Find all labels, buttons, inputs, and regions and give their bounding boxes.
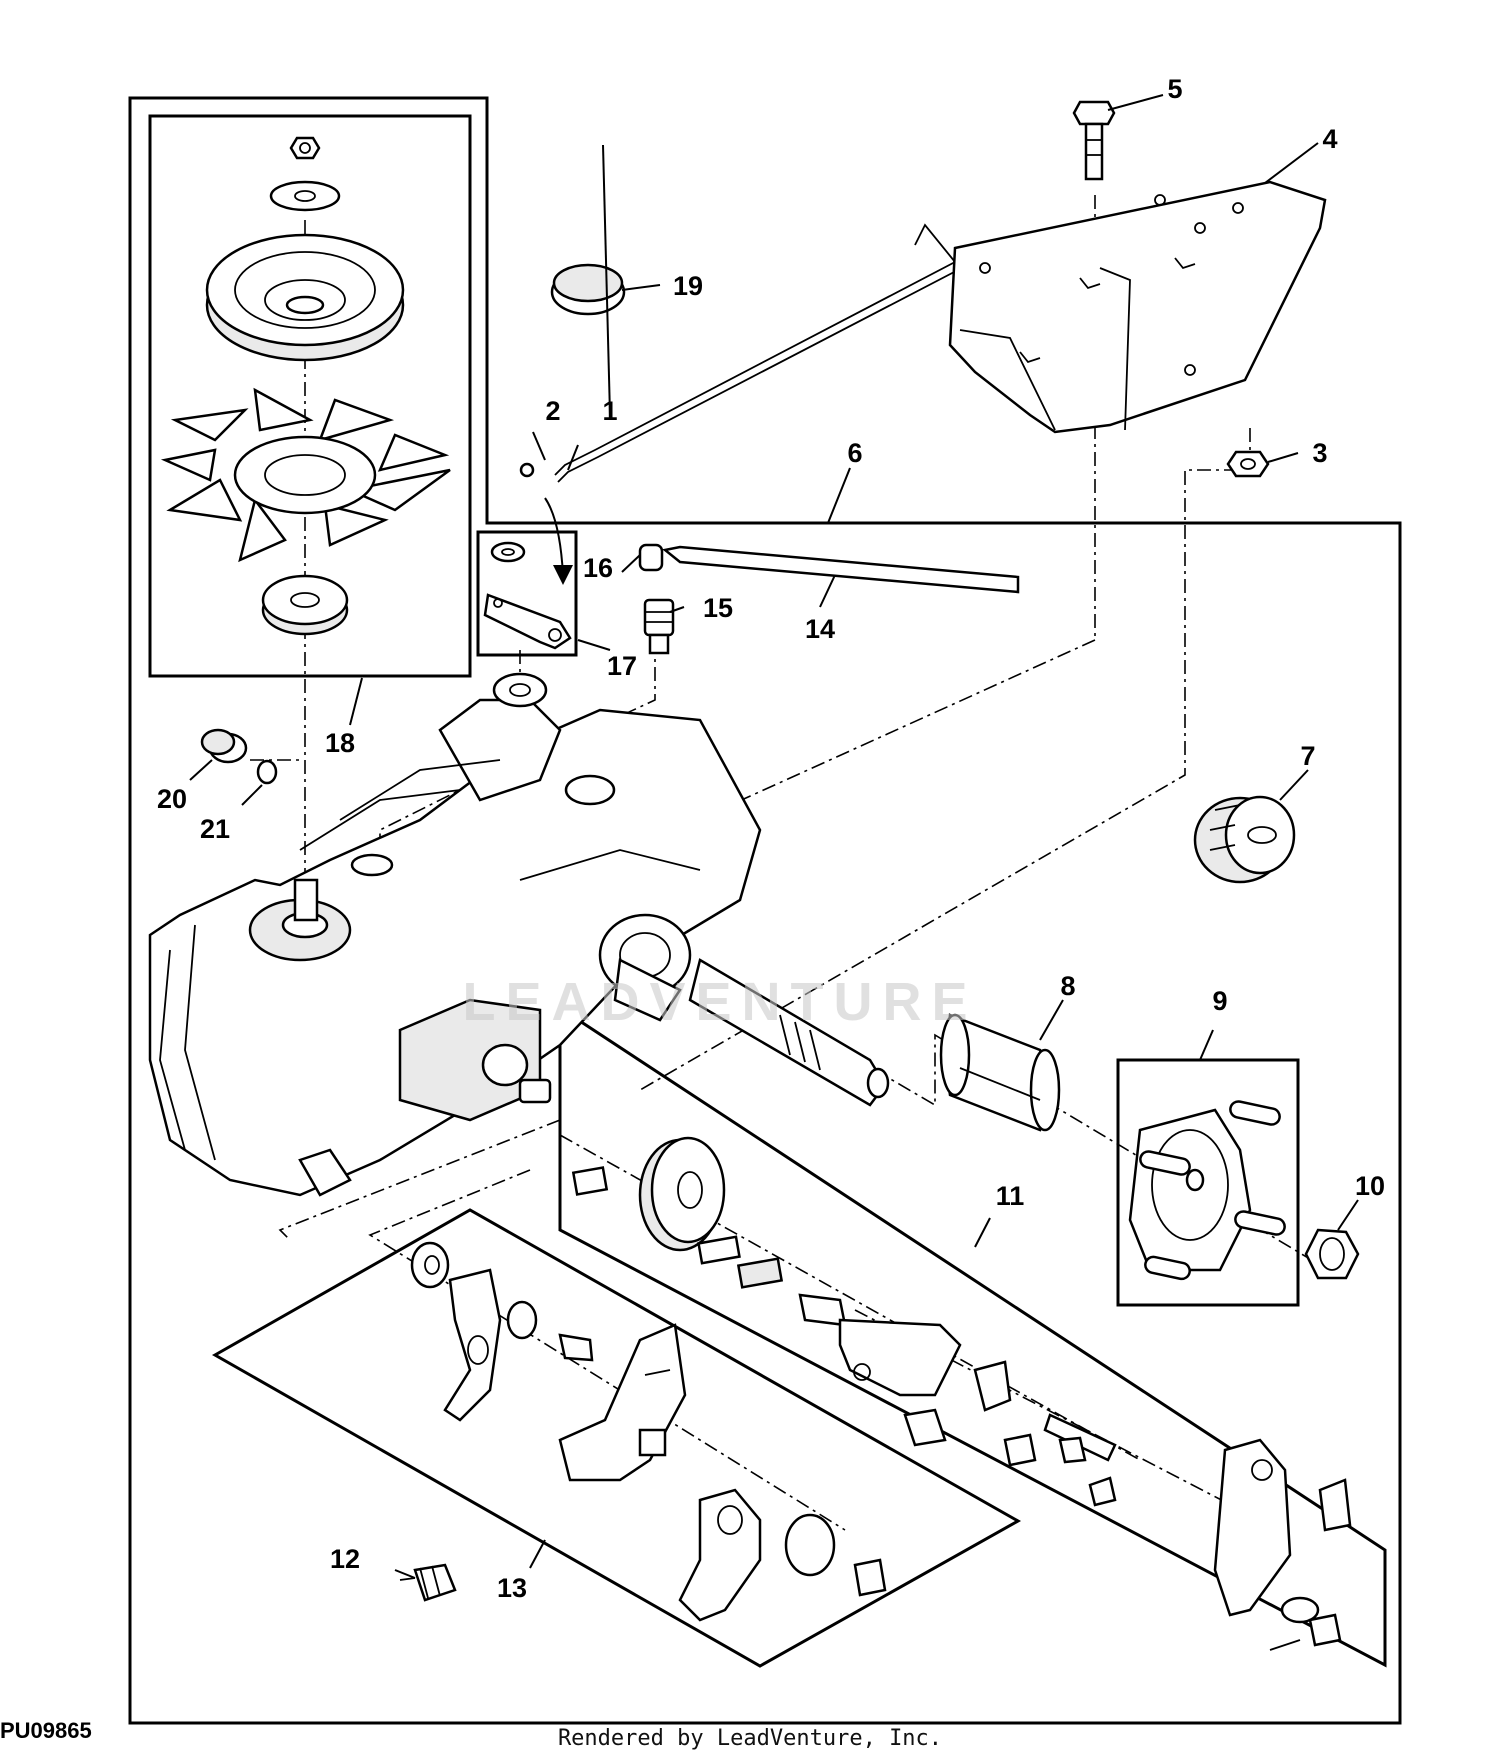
nut-3 — [1226, 450, 1270, 478]
callout-8: 8 — [1060, 971, 1075, 1001]
group-13-box — [211, 1208, 1022, 1668]
sleeve-8 — [939, 1013, 1061, 1132]
callout-4: 4 — [1322, 124, 1337, 154]
callout-1: 1 — [602, 396, 617, 426]
group-17-box — [476, 530, 578, 657]
callout-2: 2 — [545, 396, 560, 426]
cap-7 — [1193, 795, 1296, 884]
spring-12 — [399, 1563, 457, 1602]
callout-20: 20 — [157, 784, 187, 814]
callout-19: 19 — [673, 271, 703, 301]
bushing-20-ring-21 — [200, 728, 278, 785]
lever-17 — [483, 541, 572, 650]
watermark-text: LEADVENTURE — [462, 972, 977, 1032]
pulley-fan-assembly — [160, 136, 451, 636]
callout-17: 17 — [607, 651, 637, 681]
callout-5: 5 — [1167, 74, 1182, 104]
bolt-5 — [1072, 100, 1116, 181]
transaxle-housing — [148, 672, 762, 1197]
callout-6: 6 — [847, 438, 862, 468]
callout-13: 13 — [497, 1573, 527, 1603]
group-18-box — [148, 114, 472, 678]
callout-12: 12 — [330, 1544, 360, 1574]
rod-1 — [519, 223, 959, 585]
callout-14: 14 — [805, 614, 835, 644]
leader-lines — [189, 94, 1359, 1579]
group-9-box — [1116, 1058, 1300, 1307]
callout-16: 16 — [583, 553, 613, 583]
render-credit: Rendered by LeadVenture, Inc. — [558, 1726, 942, 1750]
figure-id: PU09865 — [0, 1718, 92, 1743]
callout-7: 7 — [1300, 741, 1315, 771]
callout-10: 10 — [1355, 1171, 1385, 1201]
callout-15: 15 — [703, 593, 733, 623]
axle-shaft — [688, 958, 890, 1107]
bracket-4 — [948, 180, 1327, 434]
callout-11: 11 — [996, 1181, 1025, 1211]
group-11-components — [571, 1136, 1352, 1651]
nut-10 — [1304, 1228, 1360, 1280]
group-13-components — [410, 1241, 887, 1622]
plug-19 — [550, 263, 626, 316]
group-11-box — [558, 1005, 1387, 1668]
callout-9: 9 — [1212, 986, 1227, 1016]
callout-21: 21 — [200, 814, 230, 844]
fitting-parts — [638, 543, 1020, 655]
assembly-6-frame — [128, 96, 1402, 1725]
callout-3: 3 — [1312, 438, 1327, 468]
hub-9 — [1128, 1100, 1286, 1281]
callout-labels: 1 2 3 4 5 6 7 8 9 10 11 12 13 14 15 16 1… — [157, 74, 1385, 1603]
callout-18: 18 — [325, 728, 355, 758]
